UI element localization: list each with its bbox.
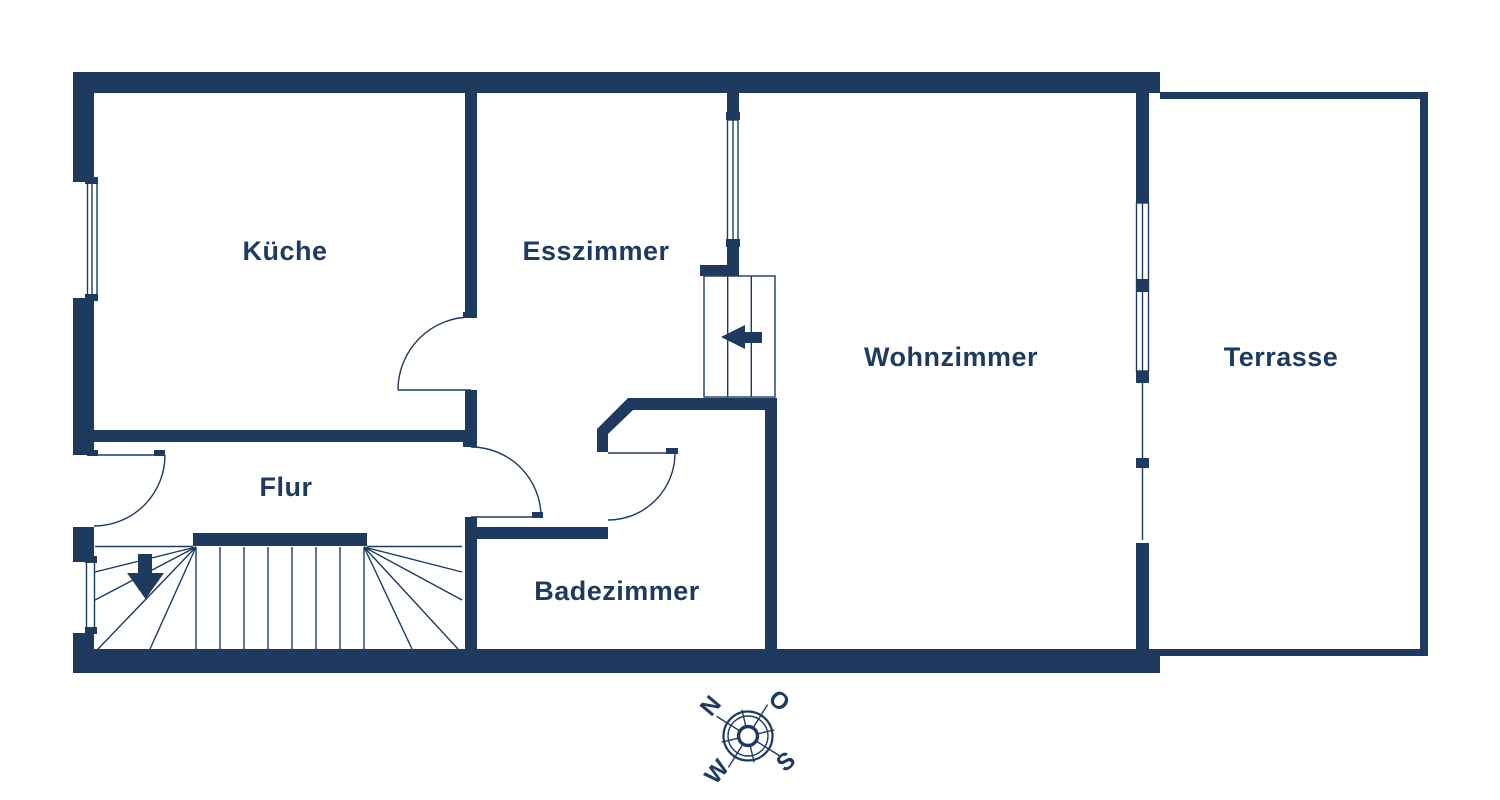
bottom-wall	[73, 649, 1160, 673]
hall-bath-wall	[465, 527, 608, 539]
door-jamb	[666, 448, 678, 454]
room-label-kueche: Küche	[242, 236, 327, 266]
window-jamb	[85, 294, 98, 301]
window-jamb	[1136, 195, 1149, 203]
room-label-wohnzimmer: Wohnzimmer	[864, 342, 1038, 372]
dining-living-wall	[727, 93, 739, 118]
windows	[85, 112, 1150, 634]
kitchen-dining-wall	[465, 390, 477, 447]
compass-letter-south: S	[771, 747, 801, 778]
compass-letter-west: W	[699, 754, 734, 789]
terrace-bottom-wall	[1160, 649, 1428, 656]
window-jamb	[726, 112, 740, 120]
room-labels: Küche Esszimmer Wohnzimmer Terrasse Flur…	[242, 236, 1339, 606]
window-jamb	[726, 239, 740, 247]
arrow-shaft	[745, 332, 762, 343]
compass-pointers-short	[721, 709, 775, 763]
staircase-main	[94, 545, 463, 650]
room-label-badezimmer: Badezimmer	[534, 576, 700, 606]
door-jamb	[463, 441, 477, 447]
window-jamb	[85, 177, 98, 184]
right-wall-segment	[1136, 543, 1149, 649]
window-living	[1135, 202, 1150, 540]
door-jamb	[87, 450, 98, 456]
left-wall-segment	[73, 527, 94, 562]
window-jamb	[85, 627, 97, 634]
compass-hub	[736, 724, 760, 748]
door-swing-arc	[607, 452, 676, 521]
arrow-head	[721, 325, 745, 349]
stairs-down-arrow-icon	[127, 554, 164, 599]
door-swing-arc	[397, 316, 472, 391]
room-label-esszimmer: Esszimmer	[522, 236, 669, 266]
terrace-right-wall	[1420, 92, 1428, 656]
left-wall-segment	[73, 72, 94, 182]
window-frame	[85, 561, 96, 629]
door-jamb	[154, 450, 165, 456]
door-swing-arc	[470, 446, 542, 518]
left-wall-segment	[73, 633, 94, 649]
arrow-head	[127, 573, 164, 599]
stair-treads	[195, 547, 365, 649]
hall-door	[463, 441, 543, 518]
terrace-walls	[1160, 92, 1428, 656]
room-label-flur: Flur	[260, 472, 313, 502]
outer-walls	[73, 72, 1160, 673]
door-jamb	[463, 312, 477, 318]
staircase-basement	[703, 275, 776, 398]
window-stairwell	[85, 556, 97, 634]
entry-door	[87, 450, 166, 527]
arrow-shaft	[138, 554, 152, 574]
window-kitchen	[85, 177, 98, 301]
bathroom-wall	[597, 398, 777, 649]
door-swing-arc	[93, 454, 166, 527]
doors	[87, 312, 678, 527]
dining-living-wall	[727, 247, 739, 267]
stair-winders-right	[363, 546, 463, 650]
terrace-top-wall	[1160, 92, 1428, 99]
door-jamb	[1136, 458, 1149, 468]
kitchen-dining-wall	[465, 93, 477, 318]
stair-rail-wall	[193, 533, 367, 546]
compass-spokes	[728, 716, 768, 756]
compass-letter-north: N	[695, 691, 727, 722]
window-jamb	[85, 556, 97, 563]
room-label-terrasse: Terrasse	[1224, 342, 1339, 372]
kitchen-hall-wall	[94, 430, 477, 442]
compass-inner-ring	[727, 715, 769, 757]
compass-rose: N O S W	[695, 685, 801, 790]
stair-bath-wall	[465, 517, 477, 649]
stair-outline	[703, 275, 776, 398]
top-wall	[73, 72, 1160, 93]
interior-walls	[94, 93, 777, 649]
stairs-left-arrow-icon	[721, 325, 762, 349]
compass-letter-east: O	[763, 685, 795, 718]
stair-head-wall	[700, 265, 739, 276]
bathroom-door	[607, 448, 678, 521]
window-jamb	[1136, 371, 1149, 383]
window-dining	[726, 112, 740, 247]
compass-pointers-diagonal	[716, 704, 780, 768]
left-wall-segment	[73, 298, 94, 455]
door-jamb	[532, 512, 543, 518]
compass-outer-ring	[722, 710, 774, 762]
kitchen-door	[397, 312, 477, 391]
right-wall-segment	[1136, 93, 1149, 195]
